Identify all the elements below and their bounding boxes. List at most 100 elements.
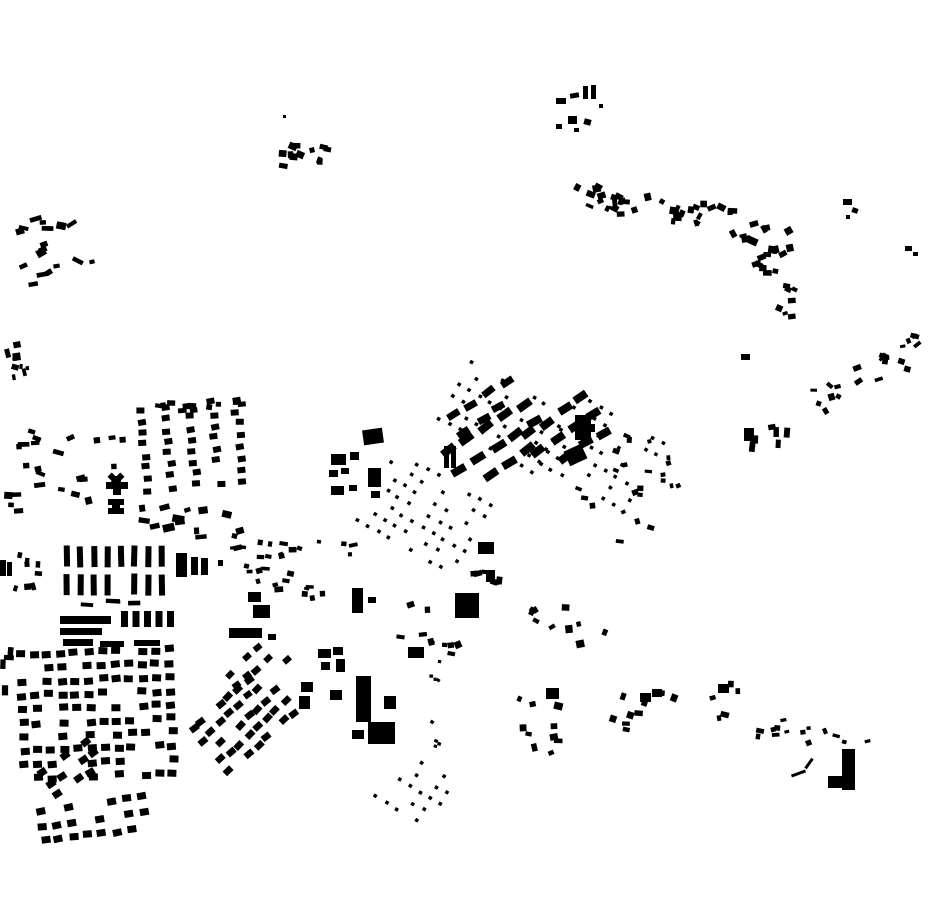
building-footprint — [154, 740, 165, 749]
building-footprint — [288, 546, 297, 553]
building-footprint — [804, 757, 814, 770]
building-footprint — [138, 675, 149, 683]
building-footprint — [349, 485, 357, 491]
building-footprint — [451, 543, 457, 549]
building-footprint — [440, 489, 446, 495]
building-footprint — [25, 366, 30, 371]
building-footprint — [301, 682, 313, 692]
building-footprint — [204, 726, 216, 738]
building-footprint — [470, 570, 478, 577]
building-footprint — [279, 541, 289, 547]
building-footprint — [575, 621, 582, 627]
building-cluster-terrace-grid-c — [446, 375, 515, 440]
building-cluster-east-diagonal-scatter — [810, 332, 922, 416]
building-footprint — [252, 720, 264, 732]
building-footprint — [616, 445, 622, 451]
building-footprint — [158, 503, 171, 512]
building-footprint — [33, 481, 46, 489]
building-footprint — [846, 215, 850, 219]
building-footprint — [573, 182, 582, 192]
building-footprint — [188, 459, 198, 467]
building-footprint — [386, 488, 391, 494]
building-footprint — [778, 249, 788, 259]
building-footprint — [195, 534, 207, 540]
building-cluster-nw-estate-columns — [136, 396, 247, 495]
building-footprint — [741, 235, 752, 243]
building-cluster-west-estate-mid — [108, 435, 126, 470]
building-footprint — [76, 546, 84, 568]
building-footprint — [456, 382, 462, 387]
building-footprint — [444, 446, 449, 468]
building-footprint — [622, 432, 631, 440]
building-footprint — [329, 470, 338, 477]
building-footprint — [51, 788, 63, 800]
building-footprint — [237, 478, 247, 485]
building-footprint — [193, 527, 200, 535]
building-footprint — [283, 115, 286, 118]
building-footprint — [800, 729, 806, 735]
building-footprint — [225, 669, 235, 680]
building-footprint — [780, 717, 787, 723]
building-footprint — [532, 395, 537, 401]
building-footprint — [167, 611, 174, 627]
building-footprint — [163, 437, 173, 445]
building-footprint — [278, 162, 288, 170]
building-footprint — [222, 765, 234, 777]
building-footprint — [589, 502, 596, 509]
building-footprint — [429, 674, 434, 678]
building-footprint — [99, 717, 109, 725]
building-footprint — [741, 354, 750, 360]
building-footprint — [316, 539, 322, 544]
building-footprint — [643, 192, 652, 202]
building-footprint — [60, 616, 111, 624]
building-footprint — [592, 416, 597, 421]
building-footprint — [384, 696, 396, 709]
building-footprint — [31, 720, 41, 729]
building-footprint — [644, 469, 653, 474]
building-footprint — [100, 743, 111, 751]
building-footprint — [112, 731, 123, 739]
building-footprint — [495, 576, 503, 585]
building-footprint — [585, 428, 591, 434]
building-footprint — [23, 583, 32, 591]
building-footprint — [268, 704, 280, 716]
building-footprint — [772, 268, 779, 275]
building-footprint — [748, 219, 759, 228]
building-footprint — [162, 522, 176, 533]
building-footprint — [139, 702, 149, 711]
building-footprint — [55, 650, 66, 658]
building-cluster-nw-estate-top-row — [154, 400, 247, 414]
building-cluster-apartment-bars — [63, 545, 166, 596]
building-footprint — [237, 466, 246, 474]
building-footprint — [35, 807, 46, 816]
building-footprint — [457, 431, 475, 447]
building-footprint — [53, 263, 60, 269]
building-footprint — [402, 482, 408, 488]
building-footprint — [561, 604, 570, 611]
building-footprint — [121, 611, 128, 627]
building-footprint — [608, 714, 618, 724]
building-footprint — [760, 224, 768, 234]
building-footprint — [36, 271, 49, 278]
building-footprint — [12, 356, 17, 361]
building-cluster-ne-road-strip-1 — [573, 182, 703, 227]
building-footprint — [744, 428, 754, 441]
building-footprint — [455, 610, 463, 617]
building-footprint — [12, 340, 22, 349]
building-footprint — [394, 807, 399, 812]
building-footprint — [8, 502, 14, 508]
building-footprint — [34, 570, 43, 577]
building-footprint — [762, 270, 772, 276]
building-footprint — [558, 427, 564, 433]
building-cluster-big-blocks — [299, 647, 396, 744]
building-footprint — [16, 693, 27, 701]
building-footprint — [250, 665, 262, 676]
building-footprint — [166, 400, 176, 406]
building-footprint — [165, 701, 176, 710]
building-footprint — [318, 649, 331, 658]
building-footprint — [100, 641, 124, 647]
building-footprint — [165, 471, 175, 478]
building-footprint — [630, 206, 639, 214]
building-footprint — [52, 448, 65, 457]
building-footprint — [429, 719, 435, 725]
